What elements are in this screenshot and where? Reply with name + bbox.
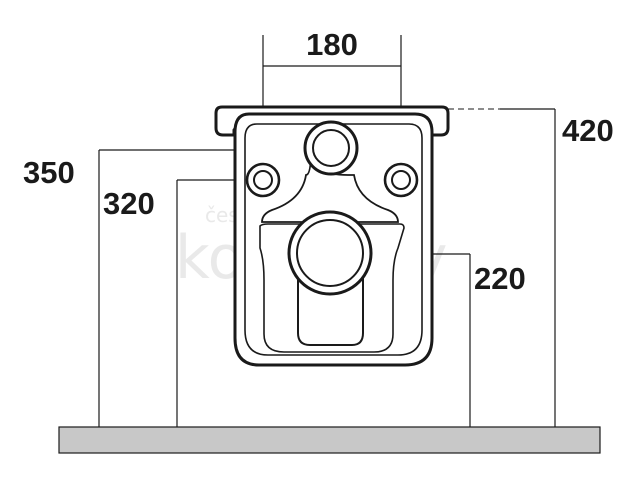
dimension-labels: 180 420 350 320 220: [23, 27, 614, 296]
outlet-opening: [287, 210, 373, 296]
bolt-hole-right: [383, 162, 419, 198]
inlet-opening: [303, 120, 359, 176]
dim-label-320: 320: [103, 186, 155, 221]
inlet-surround: [261, 149, 399, 223]
extension-lines: [98, 35, 556, 427]
bolt-hole-left: [245, 162, 281, 198]
dim-label-420: 420: [562, 113, 614, 148]
dim-label-180: 180: [306, 27, 358, 62]
openings: [245, 120, 419, 296]
dim-label-350: 350: [23, 155, 75, 190]
bowl-recess: [259, 223, 405, 353]
inner-shell: [244, 123, 423, 356]
floor-slab: [58, 426, 601, 454]
dim-label-220: 220: [474, 261, 526, 296]
